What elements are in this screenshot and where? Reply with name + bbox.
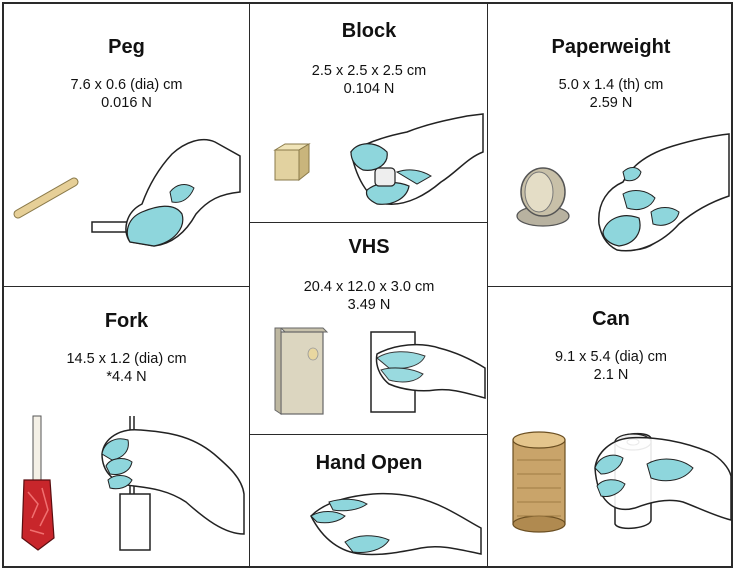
hand-grasp-icon <box>101 416 245 551</box>
hand-grasp-icon <box>350 113 484 205</box>
row-divider-center-top <box>249 222 487 223</box>
column-divider-right <box>487 2 488 568</box>
peg-icon <box>13 177 79 219</box>
paperweight-force: 2.59 N <box>589 95 633 111</box>
fork-title: Fork <box>104 310 149 332</box>
fork-dimensions: 14.5 x 1.2 (dia) cm <box>66 351 187 367</box>
peg-cell: Peg 7.6 x 0.6 (dia) cm 0.016 N <box>4 4 249 286</box>
vhs-title: VHS <box>348 236 390 258</box>
hand-grasp-icon <box>370 331 486 413</box>
block-cell: Block 2.5 x 2.5 x 2.5 cm 0.104 N <box>251 4 487 222</box>
hand-open-icon <box>310 492 482 556</box>
can-dimensions: 9.1 x 5.4 (dia) cm <box>554 349 667 365</box>
vhs-dimensions: 20.4 x 12.0 x 3.0 cm <box>303 279 435 295</box>
can-icon <box>512 431 566 533</box>
hand-grasp-icon <box>91 138 241 247</box>
paperweight-icon <box>516 167 570 227</box>
hand-grasp-icon <box>598 133 730 252</box>
fork-force: *4.4 N <box>106 369 147 385</box>
hand-open-title: Hand Open <box>315 452 423 474</box>
block-force: 0.104 N <box>343 81 395 97</box>
fork-cell: Fork 14.5 x 1.2 (dia) cm *4.4 N <box>4 288 249 568</box>
row-divider-center-bottom <box>249 434 487 435</box>
hand-grasp-icon <box>594 432 732 530</box>
can-title: Can <box>592 308 630 330</box>
hand-open-cell: Hand Open <box>251 436 487 568</box>
can-cell: Can 9.1 x 5.4 (dia) cm 2.1 N <box>489 288 733 568</box>
peg-force: 0.016 N <box>101 95 152 111</box>
column-divider-left <box>249 2 250 568</box>
paperweight-dimensions: 5.0 x 1.4 (th) cm <box>558 77 664 93</box>
peg-title: Peg <box>108 36 145 58</box>
fork-icon <box>21 415 55 551</box>
paperweight-title: Paperweight <box>551 36 671 58</box>
vhs-force: 3.49 N <box>347 297 391 313</box>
row-divider-right <box>487 286 733 287</box>
vhs-icon <box>274 327 329 415</box>
paperweight-cell: Paperweight 5.0 x 1.4 (th) cm 2.59 N <box>489 4 733 286</box>
row-divider-left <box>2 286 249 287</box>
can-force: 2.1 N <box>593 367 629 383</box>
peg-dimensions: 7.6 x 0.6 (dia) cm <box>70 77 183 93</box>
block-icon <box>273 143 311 182</box>
block-dimensions: 2.5 x 2.5 x 2.5 cm <box>311 63 427 79</box>
vhs-cell: VHS 20.4 x 12.0 x 3.0 cm 3.49 N <box>251 224 487 434</box>
block-title: Block <box>341 20 397 42</box>
